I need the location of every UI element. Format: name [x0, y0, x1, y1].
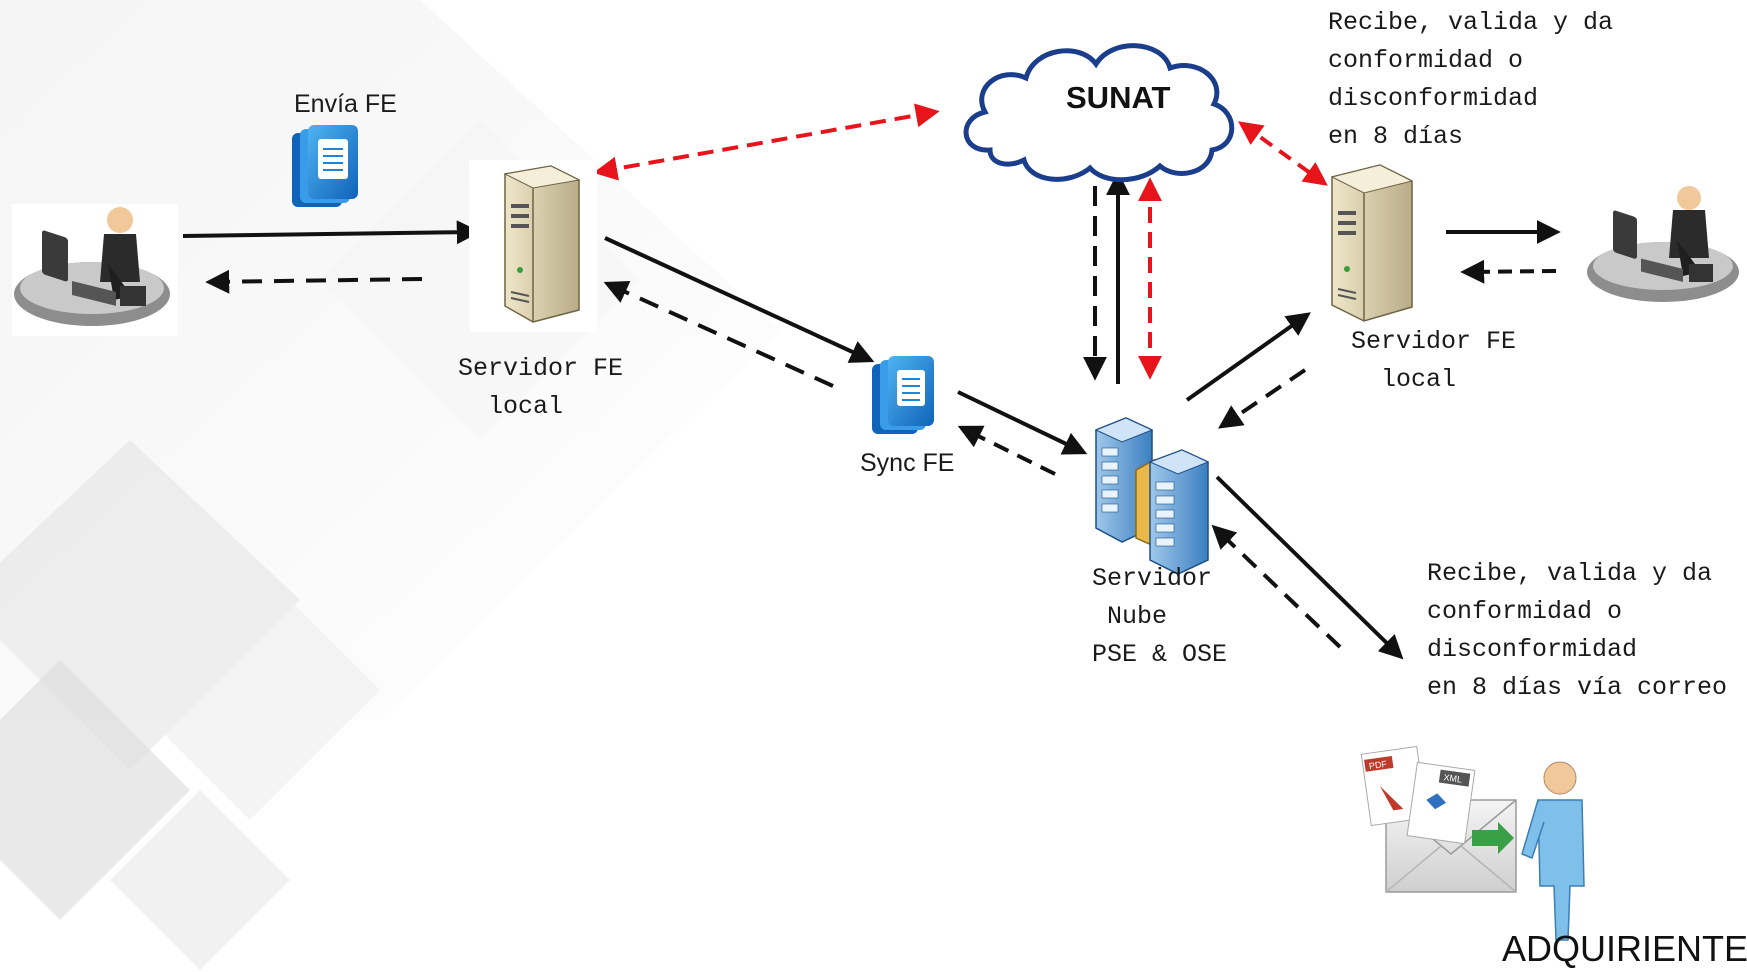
- servidor-local-left-label: Servidor FE local: [458, 354, 624, 421]
- arrow-right-server-to-nube-dashed: [1218, 368, 1307, 429]
- sync-fe-label: Sync FE: [860, 449, 955, 477]
- arrow-server-to-sync: [604, 236, 875, 363]
- arrow-nube-to-adquiriente: [1215, 475, 1404, 660]
- user-desk-icon-right: [1587, 186, 1739, 302]
- servidor-nube-label: Servidor Nube PSE & OSE: [1092, 564, 1228, 669]
- arrow-sunat-link-left: [593, 103, 940, 181]
- pdf-label: PDF: [1368, 759, 1388, 771]
- person-icon: [1521, 761, 1585, 941]
- sunat-label: SUNAT: [1066, 80, 1171, 115]
- arrow-nube-to-right-server: [1185, 312, 1311, 402]
- arrow-server-to-user-dashed: [205, 269, 423, 294]
- server-icon-right: [1330, 164, 1414, 322]
- note-top-right: Recibe, valida y da conformidad o discon…: [1328, 8, 1614, 151]
- arrow-nube-to-sync-dashed: [957, 425, 1056, 476]
- document-icon-envia: [292, 125, 358, 207]
- email-document-icon: PDF XML: [1360, 745, 1517, 893]
- cloud-server-icon: [1094, 417, 1210, 575]
- envia-fe-label: Envía FE: [294, 90, 397, 118]
- xml-label: XML: [1443, 772, 1463, 784]
- arrow-sunat-link-right: [1238, 121, 1328, 186]
- sunat-cloud-icon: [963, 43, 1235, 183]
- background-pattern: [0, 0, 780, 970]
- note-bottom-right: Recibe, valida y da conformidad o discon…: [1427, 559, 1728, 702]
- arrow-sync-to-server-dashed: [603, 280, 834, 388]
- arrows: [182, 103, 1561, 660]
- arrow-sync-to-nube: [957, 390, 1088, 455]
- document-icon-sync: [872, 356, 934, 434]
- server-icon-left: [469, 160, 597, 332]
- arrow-right-user-to-server-dashed: [1460, 259, 1557, 284]
- user-desk-icon-left: [12, 204, 178, 336]
- adquiriente-label: ADQUIRIENTE: [1502, 928, 1747, 969]
- arrow-user-to-server: [182, 220, 481, 245]
- arrow-adquiriente-to-nube-dashed: [1211, 524, 1342, 649]
- servidor-local-right-label: Servidor FE local: [1351, 327, 1517, 394]
